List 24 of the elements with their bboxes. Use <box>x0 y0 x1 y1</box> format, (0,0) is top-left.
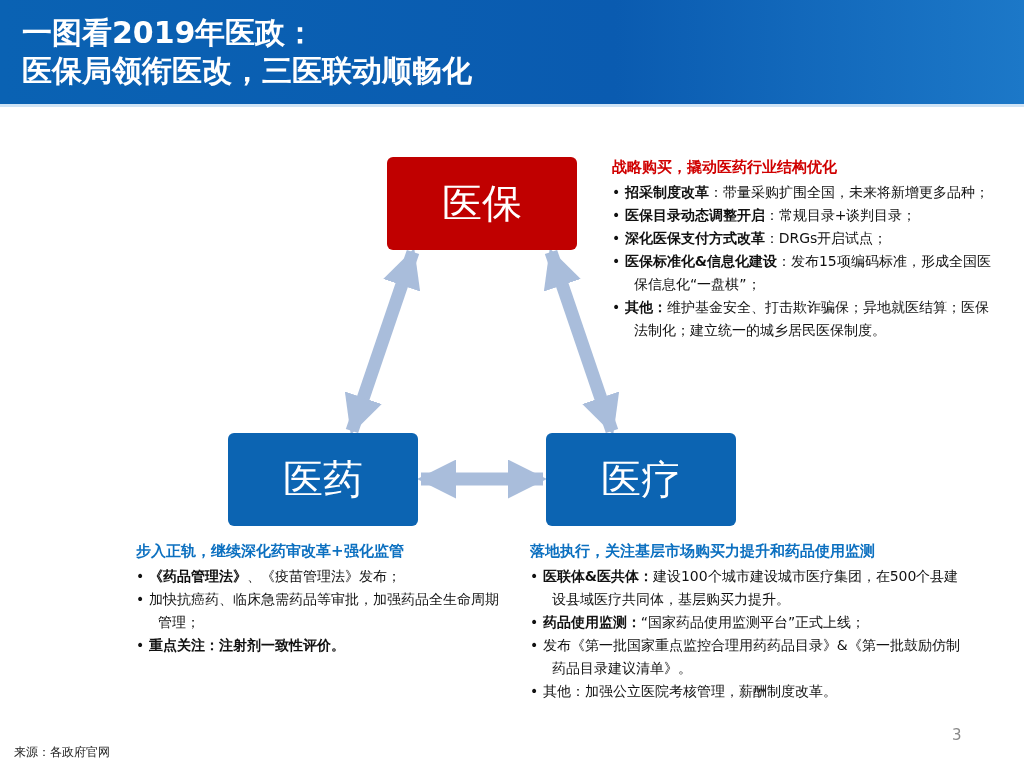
section-heading: 战略购买，撬动医药行业结构优化 <box>612 157 838 178</box>
section-heading: 步入正轨，继续深化药审改革+强化监管 <box>136 541 405 562</box>
rounded-box: 医药 <box>228 433 418 526</box>
source-note: 来源：各政府官网 <box>14 744 110 761</box>
bullet-item: • 《药品管理法》、《疫苗管理法》发布； <box>136 567 402 586</box>
page-number: 3 <box>952 726 962 744</box>
title: 一图看2019年医政：医保局领衔医改，三医联动顺畅化 <box>22 14 473 90</box>
bullet-item: • 药品使用监测：“国家药品使用监测平台”正式上线； <box>530 613 867 632</box>
bullet-item: • 医联体&医共体：建设100个城市建设城市医疗集团，在500个县建设县域医疗共同体，基层购买力提升。 <box>530 567 960 609</box>
double-arrow <box>417 459 547 499</box>
bullet-item: • 招采制度改革：带量采购扩围全国，未来将新增更多品种； <box>612 183 990 202</box>
double-arrow <box>543 248 620 435</box>
bullet-item: • 深化医保支付方式改革：DRGs开启试点； <box>612 229 889 248</box>
rounded-box: 医保 <box>387 157 577 250</box>
bullet-item: • 医保标准化&信息化建设：发布15项编码标准，形成全国医保信息化“一盘棋”； <box>612 252 992 294</box>
section-heading: 落地执行，关注基层市场购买力提升和药品使用监测 <box>530 541 876 562</box>
bullet-item: • 医保目录动态调整开启：常规目录+谈判目录； <box>612 206 918 225</box>
double-arrow <box>344 248 421 435</box>
bullet-item: • 其他：维护基金安全、打击欺诈骗保；异地就医结算；医保法制化；建立统一的城乡居民医保制度。 <box>612 298 990 340</box>
bullet-item: • 发布《第一批国家重点监控合理用药药品目录》&《第一批鼓励仿制药品目录建议清单》。 <box>530 636 961 678</box>
rounded-box: 医疗 <box>546 433 736 526</box>
bullet-item: • 其他：加强公立医院考核管理，薪酬制度改革。 <box>530 682 838 701</box>
bullet-item: • 加快抗癌药、临床急需药品等审批，加强药品全生命周期管理； <box>136 590 500 632</box>
bullet-item: • 重点关注：注射剂一致性评价。 <box>136 636 346 655</box>
